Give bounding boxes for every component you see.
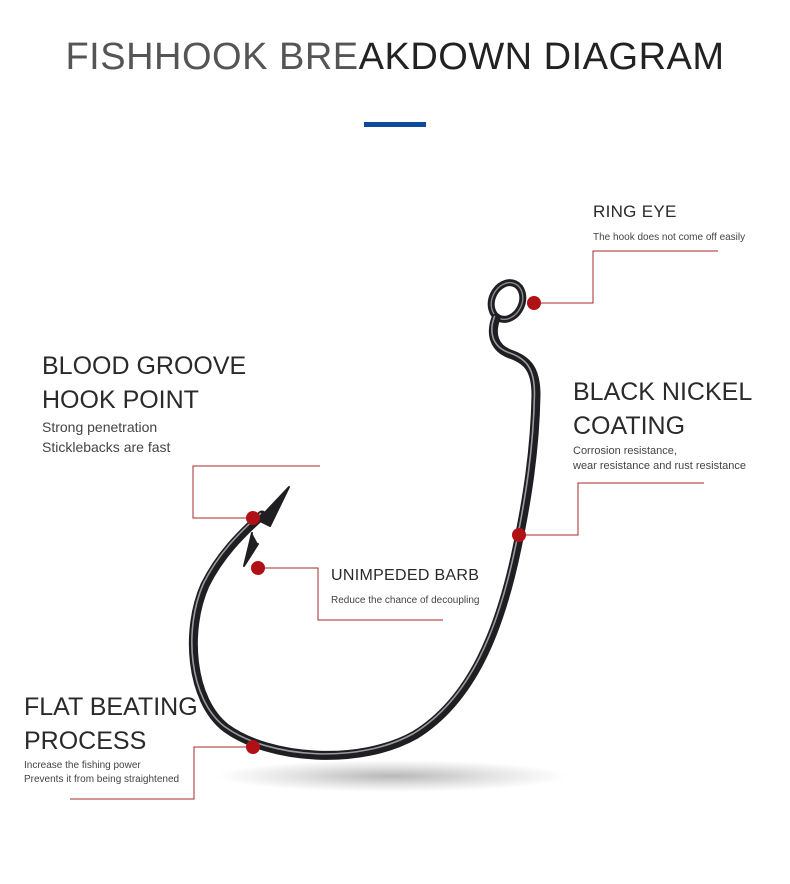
title-underline xyxy=(364,122,426,127)
blood-groove-desc-line2: Sticklebacks are fast xyxy=(42,439,171,455)
barb-desc: Reduce the chance of decoupling xyxy=(331,595,480,606)
flat-beating-desc-line2: Prevents it from being straightened xyxy=(24,774,180,785)
marker-blood-groove xyxy=(246,511,260,525)
black-nickel-desc-line1: Corrosion resistance, xyxy=(573,445,677,457)
hook-point xyxy=(257,486,290,527)
leader-flat-beating xyxy=(70,746,253,800)
barb-title: UNIMPEDED BARB xyxy=(331,567,480,584)
marker-flat-beating xyxy=(246,740,260,754)
leader-barb xyxy=(258,567,443,621)
title-part-2: AKDOWN DIAGRAM xyxy=(358,36,725,78)
hook-barb xyxy=(243,532,259,567)
black-nickel-title-line1: BLACK NICKEL xyxy=(573,378,753,406)
marker-black-nickel xyxy=(512,528,526,542)
ring-eye-desc: The hook does not come off easily xyxy=(593,232,746,243)
leader-blood-groove xyxy=(192,465,320,519)
page-title: FISHHOOK BREAKDOWN DIAGRAM xyxy=(0,36,790,79)
blood-groove-desc-line1: Strong penetration xyxy=(42,419,158,435)
leader-lines xyxy=(70,250,718,800)
blood-groove-title-line2: HOOK POINT xyxy=(42,386,199,414)
blood-groove-title-line1: BLOOD GROOVE xyxy=(42,352,247,380)
marker-barb xyxy=(251,561,265,575)
black-nickel-title-line2: COATING xyxy=(573,412,686,440)
leader-black-nickel xyxy=(519,482,704,536)
hook-wire xyxy=(188,313,541,760)
flat-beating-title-line1: FLAT BEATING xyxy=(24,693,198,721)
ring-eye-title: RING EYE xyxy=(593,202,677,221)
black-nickel-desc-line2: wear resistance and rust resistance xyxy=(573,460,747,472)
marker-ring-eye xyxy=(527,296,541,310)
flat-beating-title-line2: PROCESS xyxy=(24,727,147,755)
hook-shadow xyxy=(217,760,567,792)
marker-dots xyxy=(246,296,541,754)
leader-ring-eye xyxy=(534,250,718,304)
flat-beating-desc-line1: Increase the fishing power xyxy=(24,760,141,771)
hook-illustration xyxy=(188,279,541,760)
title-part-1: FISHHOOK BRE xyxy=(65,36,359,78)
